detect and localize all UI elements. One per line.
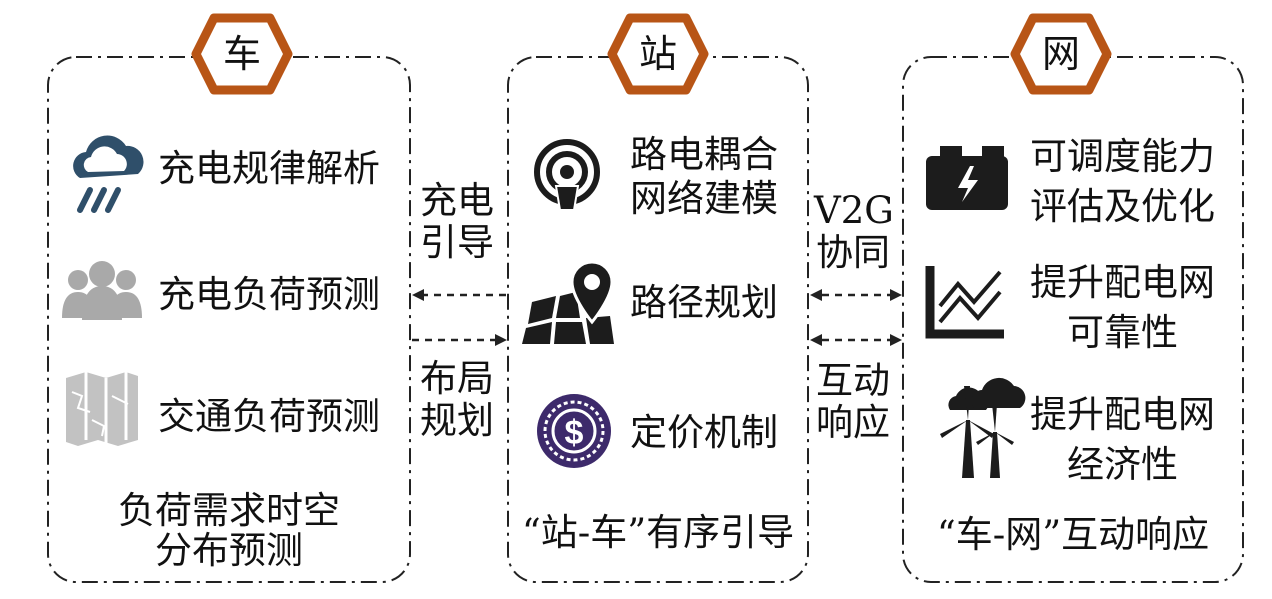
- arrowhead-layout-plan: [495, 334, 507, 346]
- svg-text:$: $: [565, 414, 584, 452]
- grid-header-hexagon: [1010, 13, 1112, 95]
- link-charging-guide-line2: 引导: [420, 221, 494, 264]
- station-header-label: 站: [638, 32, 677, 76]
- grid-column-frame: [902, 56, 1244, 583]
- vehicle-header-label: 车: [222, 32, 261, 76]
- station-footer: “站-车”有序引导: [521, 511, 795, 554]
- vehicle-footer-line1: 负荷需求时空: [118, 489, 340, 532]
- arrowhead-v2g-right: [890, 289, 902, 301]
- arrowhead-interaction-right: [890, 334, 902, 346]
- link-charging-guide-line1: 充电: [420, 179, 494, 222]
- vehicle-item-traffic-load: 交通负荷预测: [158, 395, 380, 438]
- grid-item-dispatch-line2: 评估及优化: [1030, 185, 1215, 228]
- link-v2g-line2: 协同: [816, 231, 890, 274]
- arrowhead-interaction-left: [810, 334, 822, 346]
- station-header-hexagon: [607, 13, 709, 95]
- vehicle-footer-line2: 分布预测: [155, 529, 303, 572]
- station-item-road-grid-line1: 路电耦合: [630, 133, 778, 176]
- station-item-route-planning: 路径规划: [630, 281, 778, 324]
- wind-turbine-icon: [940, 377, 1026, 478]
- link-layout-plan-line2: 规划: [420, 399, 494, 442]
- arrowhead-v2g-left: [810, 289, 822, 301]
- battery-icon: [926, 146, 1008, 210]
- broadcast-signal-icon: [534, 139, 600, 211]
- vehicle-column-frame: [47, 56, 411, 583]
- vehicle-header-hexagon: [191, 13, 293, 95]
- station-item-road-grid-line2: 网络建模: [630, 177, 778, 220]
- line-chart-icon: [925, 266, 1004, 339]
- grid-item-economy-line1: 提升配电网: [1030, 393, 1215, 436]
- link-interaction-line2: 响应: [816, 401, 890, 444]
- grid-item-reliability-line1: 提升配电网: [1030, 261, 1215, 304]
- station-column-frame: [507, 56, 809, 583]
- station-item-pricing: 定价机制: [630, 411, 778, 454]
- grid-item-dispatch-line1: 可调度能力: [1030, 135, 1215, 178]
- link-v2g-line1: V2G: [814, 189, 894, 232]
- cloud-rain-icon: [73, 135, 144, 213]
- link-interaction-line1: 互动: [816, 359, 890, 402]
- vehicle-item-charging-load: 充电负荷预测: [158, 273, 380, 316]
- folded-map-icon: [66, 372, 138, 446]
- dollar-coin-icon: $: [537, 394, 611, 468]
- user-group-icon: [62, 261, 142, 320]
- map-pin-icon: [522, 260, 614, 344]
- grid-footer: “车-网”互动响应: [936, 513, 1210, 556]
- arrowhead-charging-guide: [412, 289, 424, 301]
- vehicle-item-charging-pattern: 充电规律解析: [158, 147, 380, 190]
- link-layout-plan-line1: 布局: [420, 357, 494, 400]
- grid-item-reliability-line2: 可靠性: [1067, 311, 1178, 354]
- grid-item-economy-line2: 经济性: [1067, 443, 1178, 486]
- grid-header-label: 网: [1041, 32, 1080, 76]
